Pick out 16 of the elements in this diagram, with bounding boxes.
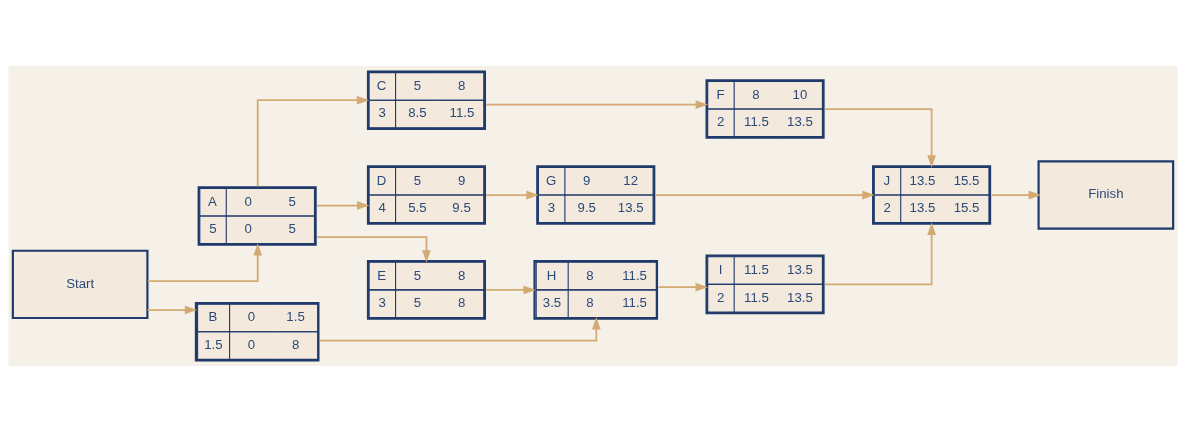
arrow [654, 190, 875, 199]
arrow [485, 190, 539, 199]
arrow [315, 200, 370, 210]
arrow [318, 316, 601, 341]
arrow [146, 305, 198, 314]
arrow [485, 285, 536, 294]
arrow [146, 242, 263, 282]
arrow [823, 222, 936, 285]
node-box: Finish [1037, 159, 1175, 230]
arrow [657, 282, 708, 291]
node-box: Start [11, 249, 149, 319]
arrow [485, 99, 708, 109]
arrow [990, 190, 1041, 199]
arrow [315, 235, 431, 263]
arrow [256, 95, 370, 187]
arrow [823, 107, 936, 168]
